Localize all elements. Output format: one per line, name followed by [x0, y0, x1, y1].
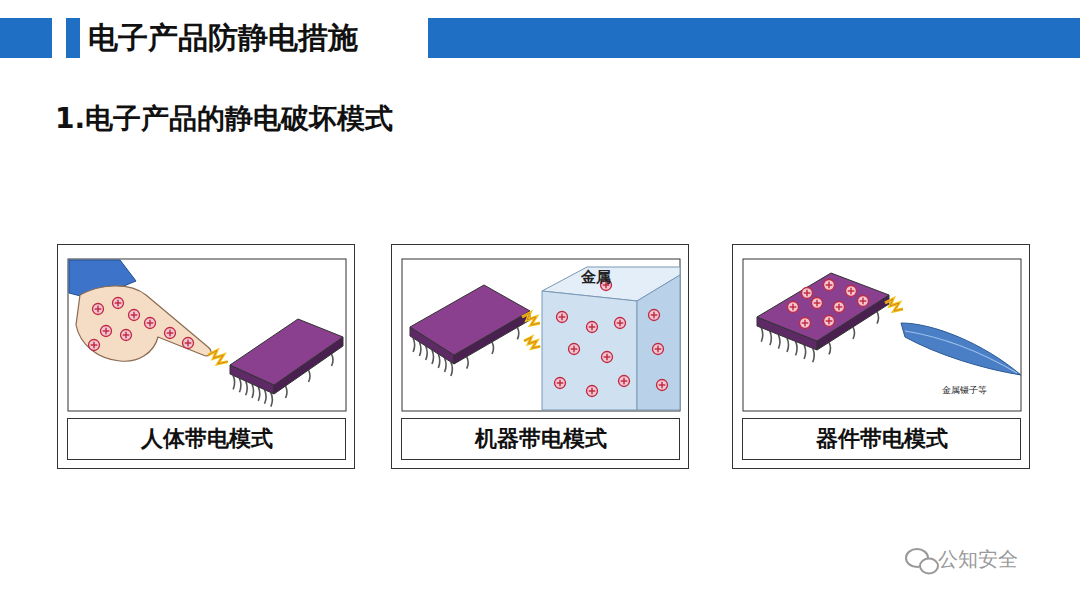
- charge-symbol: [121, 330, 132, 341]
- chip-pin: [233, 375, 235, 389]
- charge-symbol: [587, 322, 598, 333]
- chip-pin: [286, 386, 288, 398]
- chip-pin: [804, 345, 806, 359]
- chip-pin: [332, 354, 334, 366]
- charge-symbol: [93, 304, 104, 315]
- chip-pin: [796, 341, 798, 355]
- mode-panel: 器件带电模式: [732, 244, 1030, 469]
- chip-pin: [265, 390, 267, 404]
- caption-box: 机器带电模式: [401, 418, 680, 460]
- chip-pin: [426, 346, 428, 360]
- chip-pin: [438, 354, 440, 368]
- chip-pin: [271, 393, 273, 407]
- chip-pin: [853, 327, 855, 339]
- ic-chip: [410, 285, 530, 376]
- charge-symbol: [569, 344, 580, 355]
- charge-symbol: [846, 286, 857, 297]
- charge-symbol: [824, 316, 835, 327]
- chip-pin: [258, 387, 260, 401]
- chip-pin: [829, 342, 831, 354]
- chip-pin: [432, 350, 434, 364]
- chip-pin: [492, 342, 494, 354]
- caption-box: 人体带电模式: [67, 418, 346, 460]
- ic-chip: [230, 319, 343, 407]
- charge-symbol: [165, 328, 176, 339]
- mode-caption: 器件带电模式: [816, 424, 948, 454]
- header-band: [428, 18, 1080, 58]
- charge-symbol: [615, 318, 626, 329]
- chip-pin: [413, 338, 415, 352]
- charge-symbol: [824, 280, 835, 291]
- charge-symbol: [619, 376, 630, 387]
- header-bar: [66, 18, 80, 58]
- chip-pin: [467, 357, 469, 369]
- charge-symbol: [653, 344, 664, 355]
- charge-symbol: [557, 312, 568, 323]
- charge-symbol: [812, 298, 823, 309]
- spark: [885, 299, 903, 311]
- chip-pin: [419, 342, 421, 356]
- image-frame: [743, 259, 1021, 411]
- chip-pin: [877, 312, 879, 324]
- charge-symbol: [858, 296, 869, 307]
- chip-pin: [246, 381, 248, 395]
- mode-caption: 机器带电模式: [475, 424, 607, 454]
- image-frame: [68, 259, 346, 411]
- hand: [76, 286, 211, 361]
- chip-pin: [445, 358, 447, 372]
- chip-pin: [770, 331, 772, 345]
- tweezers-label: 金属镊子等: [942, 384, 987, 397]
- spark: [524, 337, 540, 348]
- chip-pin: [252, 384, 254, 398]
- charge-symbol: [602, 352, 613, 363]
- spark: [208, 351, 228, 364]
- charge-symbol: [129, 310, 140, 321]
- image-frame: [402, 259, 680, 411]
- mode-panel: 机器带电模式: [391, 244, 689, 469]
- section-heading: 1.电子产品的静电破坏模式: [55, 100, 393, 138]
- charge-symbol: [555, 378, 566, 389]
- ic-chip: [757, 273, 889, 362]
- chip-pin: [309, 370, 311, 382]
- charge-symbol: [587, 386, 598, 397]
- chip-pin: [778, 335, 780, 349]
- tweezers: [901, 323, 1021, 375]
- metal-label: 金属: [581, 268, 611, 287]
- charge-symbol: [113, 298, 124, 309]
- charge-symbol: [145, 318, 156, 329]
- charge-symbol: [89, 340, 100, 351]
- chip-pin: [517, 327, 519, 339]
- charge-symbol: [802, 288, 813, 299]
- chip-pin: [761, 328, 763, 342]
- watermark-icon: [906, 549, 938, 574]
- charge-symbol: [834, 302, 845, 313]
- mode-caption: 人体带电模式: [141, 424, 273, 454]
- charge-symbol: [788, 302, 799, 313]
- chip-pin: [813, 348, 815, 362]
- charge-symbol: [183, 338, 194, 349]
- chip-pin: [451, 362, 453, 376]
- charge-symbol: [800, 318, 811, 329]
- caption-box: 器件带电模式: [742, 418, 1021, 460]
- charge-symbol: [101, 326, 112, 337]
- watermark: 公知安全: [938, 546, 1018, 573]
- charge-symbol: [657, 380, 668, 391]
- slide-title: 电子产品防静电措施: [88, 18, 358, 58]
- chip-pin: [239, 378, 241, 392]
- mode-panel: 人体带电模式: [57, 244, 355, 469]
- chip-pin: [787, 338, 789, 352]
- charge-symbol: [649, 310, 660, 321]
- header-block: [0, 18, 52, 58]
- spark: [522, 313, 540, 325]
